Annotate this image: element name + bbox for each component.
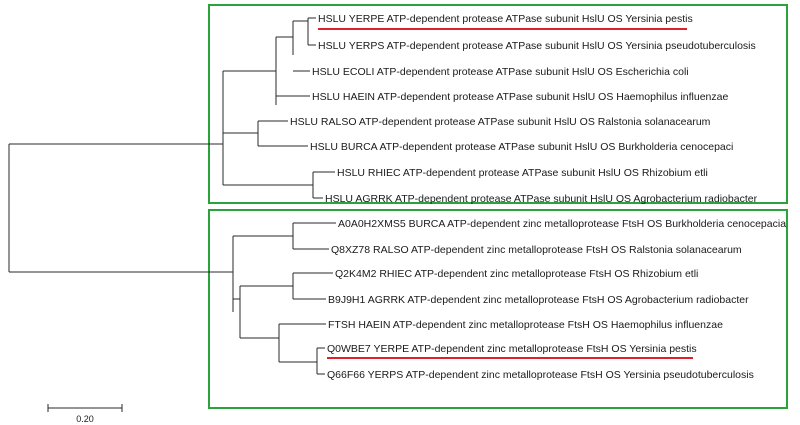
ftsh-clade-box	[208, 209, 788, 409]
leaf-label: Q8XZ78 RALSO ATP-dependent zinc metallop…	[331, 244, 742, 256]
leaf-label: HSLU RHIEC ATP-dependent protease ATPase…	[337, 167, 708, 179]
leaf-label: HSLU AGRRK ATP-dependent protease ATPase…	[325, 193, 758, 205]
leaf-label: HSLU BURCA ATP-dependent protease ATPase…	[310, 141, 733, 153]
leaf-label: A0A0H2XMS5 BURCA ATP-dependent zinc meta…	[338, 218, 786, 230]
leaf-label: Q0WBE7 YERPE ATP-dependent zinc metallop…	[327, 343, 697, 355]
leaf-label: Q66F66 YERPS ATP-dependent zinc metallop…	[327, 369, 754, 381]
leaf-label: FTSH HAEIN ATP-dependent zinc metallopro…	[328, 319, 723, 331]
leaf-label: B9J9H1 AGRRK ATP-dependent zinc metallop…	[328, 294, 749, 306]
hslu-clade-box	[208, 4, 788, 204]
leaf-label: HSLU YERPS ATP-dependent protease ATPase…	[318, 40, 756, 52]
leaf-label: Q2K4M2 RHIEC ATP-dependent zinc metallop…	[335, 268, 698, 280]
leaf-label: HSLU RALSO ATP-dependent protease ATPase…	[290, 116, 711, 128]
scale-bar-label: 0.20	[76, 414, 94, 424]
hslu-leaves: HSLU YERPE ATP-dependent protease ATPase…	[290, 13, 758, 205]
leaf-label: HSLU ECOLI ATP-dependent protease ATPase…	[312, 66, 689, 78]
tree-branches	[8, 17, 336, 375]
scale-bar: 0.20	[47, 404, 123, 424]
leaf-label: HSLU HAEIN ATP-dependent protease ATPase…	[312, 91, 728, 103]
leaf-label: HSLU YERPE ATP-dependent protease ATPase…	[318, 13, 693, 25]
ftsh-leaves: A0A0H2XMS5 BURCA ATP-dependent zinc meta…	[327, 218, 786, 381]
